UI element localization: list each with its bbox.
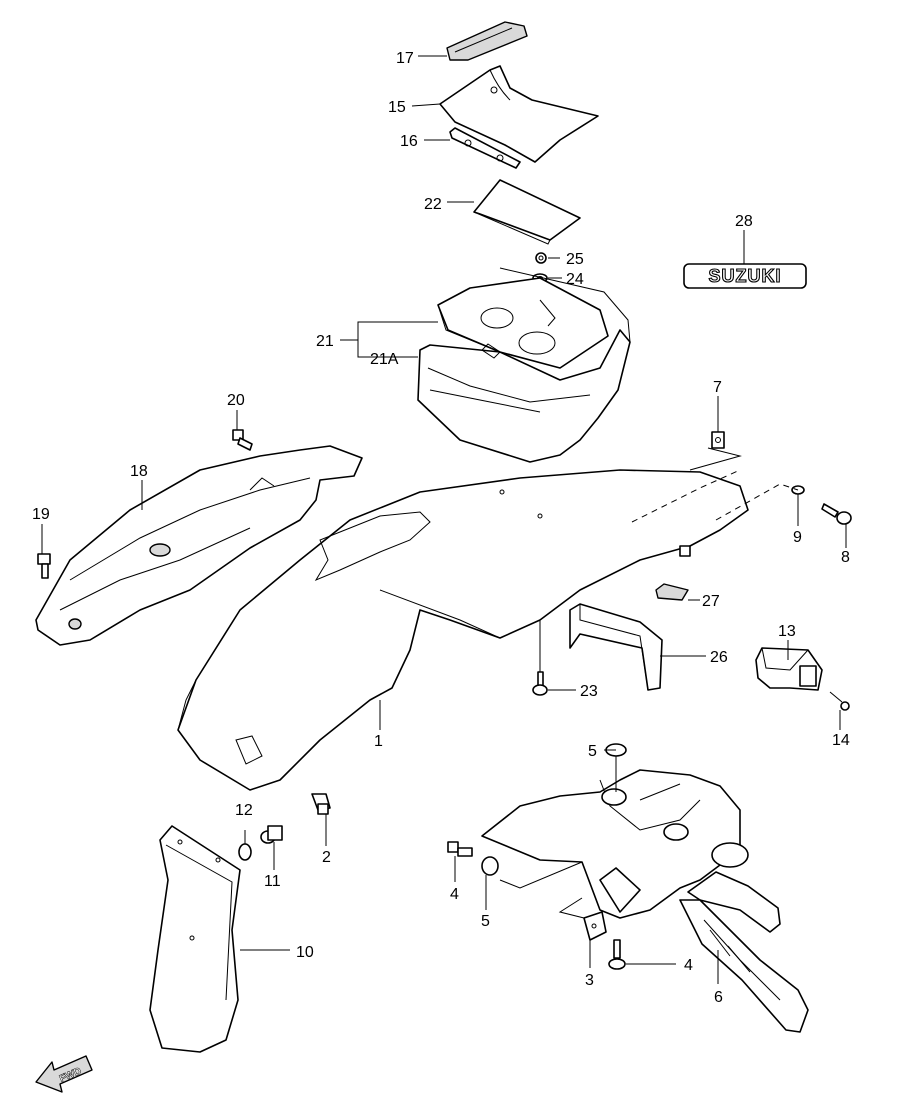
- part-bolt-8: [821, 503, 852, 525]
- callout-3: 3: [585, 972, 594, 989]
- part-tool-box: [417, 267, 631, 463]
- callout-14: 14: [832, 732, 850, 749]
- callout-7: 7: [713, 379, 722, 396]
- callout-25: 25: [566, 251, 584, 268]
- part-nut: [535, 252, 547, 264]
- callout-11: 11: [264, 873, 281, 890]
- part-spanner: [449, 127, 521, 169]
- callout-27: 27: [702, 593, 720, 610]
- part-bolt-20: [232, 429, 253, 451]
- part-bolt-4b: [608, 939, 626, 970]
- part-emblem: SUZUKI: [683, 263, 807, 289]
- callout-1: 1: [374, 733, 383, 750]
- callout-26: 26: [710, 649, 728, 666]
- part-collar-5b: [481, 856, 499, 876]
- callout-labels: 17 15 16 22 25 24 28 21 21A 20 18 19 7 9…: [32, 50, 850, 1006]
- callout-20: 20: [227, 392, 245, 409]
- part-bolt-19: [37, 553, 51, 579]
- part-grab-handle: [569, 603, 663, 691]
- part-manual-card: [473, 179, 581, 245]
- emblem-text: SUZUKI: [709, 266, 782, 286]
- callout-5a: 5: [588, 743, 597, 760]
- part-connector: [755, 647, 823, 691]
- callout-4b: 4: [684, 957, 693, 974]
- callout-21: 21: [316, 333, 334, 350]
- callout-23: 23: [580, 683, 598, 700]
- part-clip-3: [583, 911, 607, 941]
- part-mud-flap: [149, 825, 241, 1053]
- callout-5b: 5: [481, 913, 490, 930]
- fwd-arrow-icon: FWD: [35, 1055, 93, 1093]
- callout-9: 9: [793, 529, 802, 546]
- part-bolt-2: [311, 793, 331, 815]
- part-reflector-block: [655, 583, 689, 601]
- leader-lines: [41, 55, 847, 984]
- callout-13: 13: [778, 623, 796, 640]
- part-tool-bag: [439, 65, 599, 163]
- callout-10: 10: [296, 944, 314, 961]
- part-bolt-11: [260, 825, 283, 844]
- part-washer-12: [238, 843, 252, 861]
- callout-2: 2: [322, 849, 331, 866]
- callout-18: 18: [130, 463, 148, 480]
- callout-28: 28: [735, 213, 753, 230]
- part-bolt-4a: [447, 841, 473, 857]
- callout-8: 8: [841, 549, 850, 566]
- part-clip-nut: [711, 431, 725, 449]
- part-screw-14: [829, 691, 850, 711]
- callout-24: 24: [566, 271, 584, 288]
- part-rear-frame: [481, 769, 809, 1033]
- callout-22: 22: [424, 196, 442, 213]
- callout-15: 15: [388, 99, 406, 116]
- callout-17: 17: [396, 50, 414, 67]
- callout-6: 6: [714, 989, 723, 1006]
- part-side-cover: [35, 445, 363, 646]
- callout-19: 19: [32, 506, 50, 523]
- callout-21a: 21A: [370, 351, 399, 368]
- callout-4a: 4: [450, 886, 459, 903]
- callout-16: 16: [400, 133, 418, 150]
- part-rear-fender: [177, 469, 749, 791]
- callout-12: 12: [235, 802, 253, 819]
- part-strap: [446, 21, 528, 61]
- part-bolt-23: [532, 671, 548, 696]
